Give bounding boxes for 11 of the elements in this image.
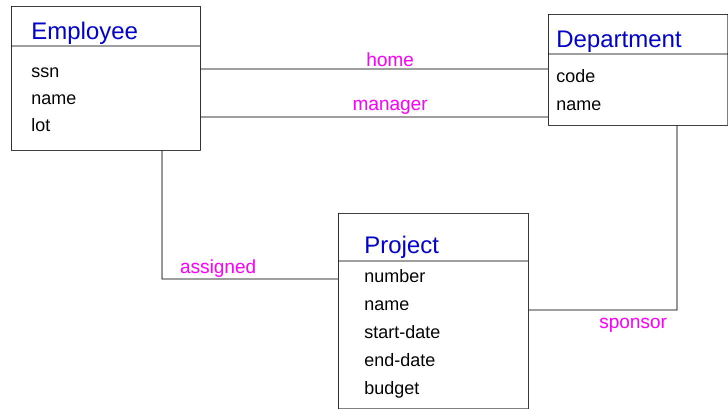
connector [200, 116, 548, 118]
entity-box: Employee ssn name lot [10, 6, 201, 151]
edge-label: sponsor [598, 316, 668, 333]
edge-label: assigned [178, 258, 258, 278]
connector [200, 68, 548, 70]
entity-box: Project number name start-date end-date budget [338, 212, 529, 409]
edge-label: home [365, 51, 415, 68]
connector [528, 125, 678, 310]
connector [162, 150, 338, 280]
edge-label: manager [352, 98, 428, 115]
entity-box: Department code name [548, 14, 728, 126]
